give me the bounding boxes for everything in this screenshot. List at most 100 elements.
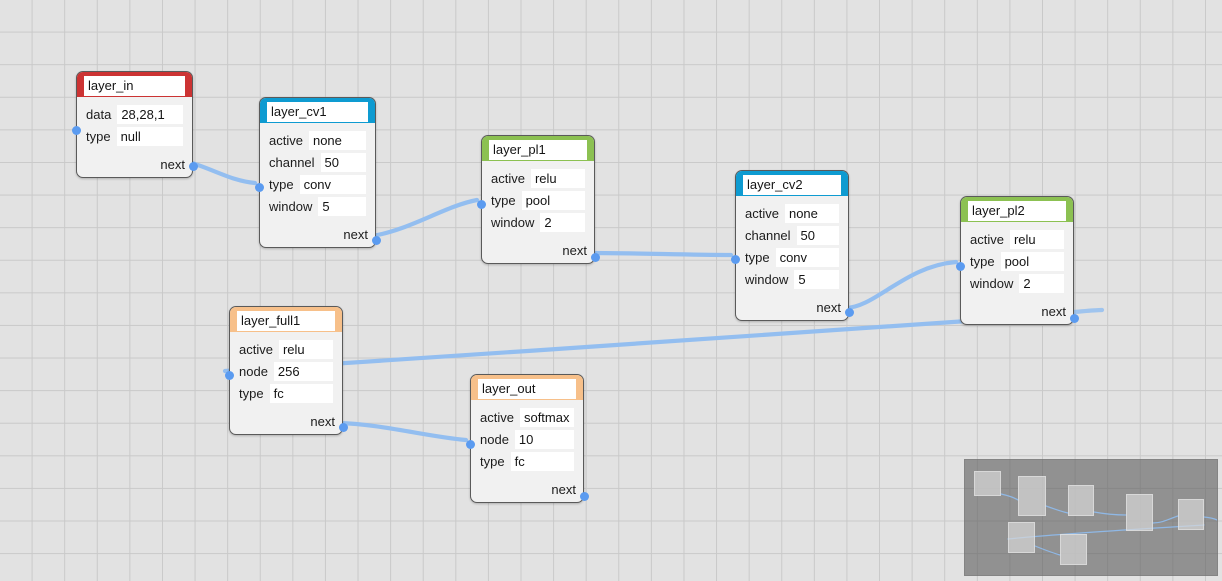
- field-value-active[interactable]: none: [308, 131, 366, 150]
- field-value-active[interactable]: relu: [278, 340, 333, 359]
- minimap-wire-3[interactable]: [1152, 515, 1179, 524]
- wire-layer_full1-to-layer_out[interactable]: [336, 420, 469, 443]
- node-title-layer_cv1[interactable]: layer_cv1: [267, 102, 368, 122]
- output-port-layer_pl1[interactable]: [591, 253, 600, 262]
- input-port-layer_pl2[interactable]: [956, 262, 965, 271]
- field-value-type[interactable]: null: [116, 127, 183, 146]
- field-value-window[interactable]: 5: [794, 270, 839, 289]
- field-value-type[interactable]: pool: [521, 191, 585, 210]
- node-next-label-layer_pl2[interactable]: next: [1041, 304, 1066, 319]
- field-value-data[interactable]: 28,28,1: [117, 105, 183, 124]
- wire-pl2-next-stub[interactable]: [1071, 307, 1105, 315]
- node-title-layer_pl2[interactable]: layer_pl2: [968, 201, 1066, 221]
- field-value-type[interactable]: conv: [775, 248, 839, 267]
- field-value-channel[interactable]: 50: [320, 153, 366, 172]
- field-value-active[interactable]: softmax: [519, 408, 574, 427]
- wire-layer_pl2-to-layer_full1[interactable]: [222, 311, 1073, 374]
- node-next-label-layer_out[interactable]: next: [551, 482, 576, 497]
- output-port-layer_full1[interactable]: [339, 423, 348, 432]
- node-header-layer_in[interactable]: layer_in: [77, 72, 192, 97]
- wire-layer_pl1-to-layer_cv2[interactable]: [588, 250, 734, 258]
- input-port-layer_pl1[interactable]: [477, 200, 486, 209]
- output-port-layer_cv2[interactable]: [845, 308, 854, 317]
- field-label-type: type: [239, 386, 264, 401]
- node-title-layer_full1[interactable]: layer_full1: [237, 311, 335, 331]
- field-label-type: type: [86, 129, 111, 144]
- minimap-wire-4[interactable]: [1203, 516, 1218, 521]
- node-title-layer_pl1[interactable]: layer_pl1: [489, 140, 587, 160]
- node-next-label-layer_pl1[interactable]: next: [562, 243, 587, 258]
- node-header-layer_pl1[interactable]: layer_pl1: [482, 136, 594, 161]
- node-header-layer_pl2[interactable]: layer_pl2: [961, 197, 1073, 222]
- field-row-active: active none: [745, 204, 839, 223]
- field-value-channel[interactable]: 50: [796, 226, 839, 245]
- node-header-layer_full1[interactable]: layer_full1: [230, 307, 342, 332]
- node-next-label-layer_cv1[interactable]: next: [343, 227, 368, 242]
- field-value-active[interactable]: relu: [1009, 230, 1064, 249]
- node-header-layer_cv2[interactable]: layer_cv2: [736, 171, 848, 196]
- field-label-active: active: [745, 206, 779, 221]
- input-port-layer_full1[interactable]: [225, 371, 234, 380]
- field-row-type: type null: [86, 127, 183, 146]
- node-title-layer_out[interactable]: layer_out: [478, 379, 576, 399]
- field-value-type[interactable]: pool: [1000, 252, 1064, 271]
- node-header-layer_out[interactable]: layer_out: [471, 375, 583, 400]
- field-value-window[interactable]: 5: [318, 197, 366, 216]
- minimap[interactable]: [964, 459, 1218, 576]
- field-label-window: window: [491, 215, 535, 230]
- wire-layer_in-to-layer_cv1[interactable]: [186, 159, 258, 186]
- field-value-type[interactable]: fc: [269, 384, 333, 403]
- minimap-wire-5[interactable]: [1007, 524, 1205, 540]
- input-port-layer_cv2[interactable]: [731, 255, 740, 264]
- field-label-channel: channel: [269, 155, 315, 170]
- output-port-layer_cv1[interactable]: [372, 236, 381, 245]
- wire-layer_cv2-to-layer_pl2[interactable]: [842, 259, 959, 311]
- field-label-channel: channel: [745, 228, 791, 243]
- output-port-layer_in[interactable]: [189, 162, 198, 171]
- node-next-label-layer_cv2[interactable]: next: [816, 300, 841, 315]
- minimap-wire-0[interactable]: [1000, 493, 1019, 501]
- minimap-wire-2[interactable]: [1093, 511, 1127, 516]
- field-label-type: type: [480, 454, 505, 469]
- node-title-layer_cv2[interactable]: layer_cv2: [743, 175, 841, 195]
- input-port-layer_in[interactable]: [72, 126, 81, 135]
- minimap-wire-6[interactable]: [1034, 545, 1061, 556]
- node-title-layer_in[interactable]: layer_in: [84, 76, 185, 96]
- node-header-layer_cv1[interactable]: layer_cv1: [260, 98, 375, 123]
- output-port-layer_out[interactable]: [580, 492, 589, 501]
- field-value-window[interactable]: 2: [540, 213, 585, 232]
- output-port-layer_pl2[interactable]: [1070, 314, 1079, 323]
- node-next-label-layer_in[interactable]: next: [160, 157, 185, 172]
- field-value-type[interactable]: conv: [299, 175, 366, 194]
- field-value-type[interactable]: fc: [510, 452, 574, 471]
- node-next-label-layer_full1[interactable]: next: [310, 414, 335, 429]
- input-port-layer_out[interactable]: [466, 440, 475, 449]
- field-value-active[interactable]: relu: [530, 169, 585, 188]
- minimap-wire-1[interactable]: [1045, 505, 1069, 514]
- field-value-window[interactable]: 2: [1019, 274, 1064, 293]
- field-label-type: type: [269, 177, 294, 192]
- field-value-node[interactable]: 10: [514, 430, 574, 449]
- wire-layer_cv1-to-layer_pl1[interactable]: [369, 197, 480, 239]
- field-value-node[interactable]: 256: [273, 362, 333, 381]
- field-value-active[interactable]: none: [784, 204, 839, 223]
- input-port-layer_cv1[interactable]: [255, 183, 264, 192]
- minimap-node: [1126, 494, 1153, 531]
